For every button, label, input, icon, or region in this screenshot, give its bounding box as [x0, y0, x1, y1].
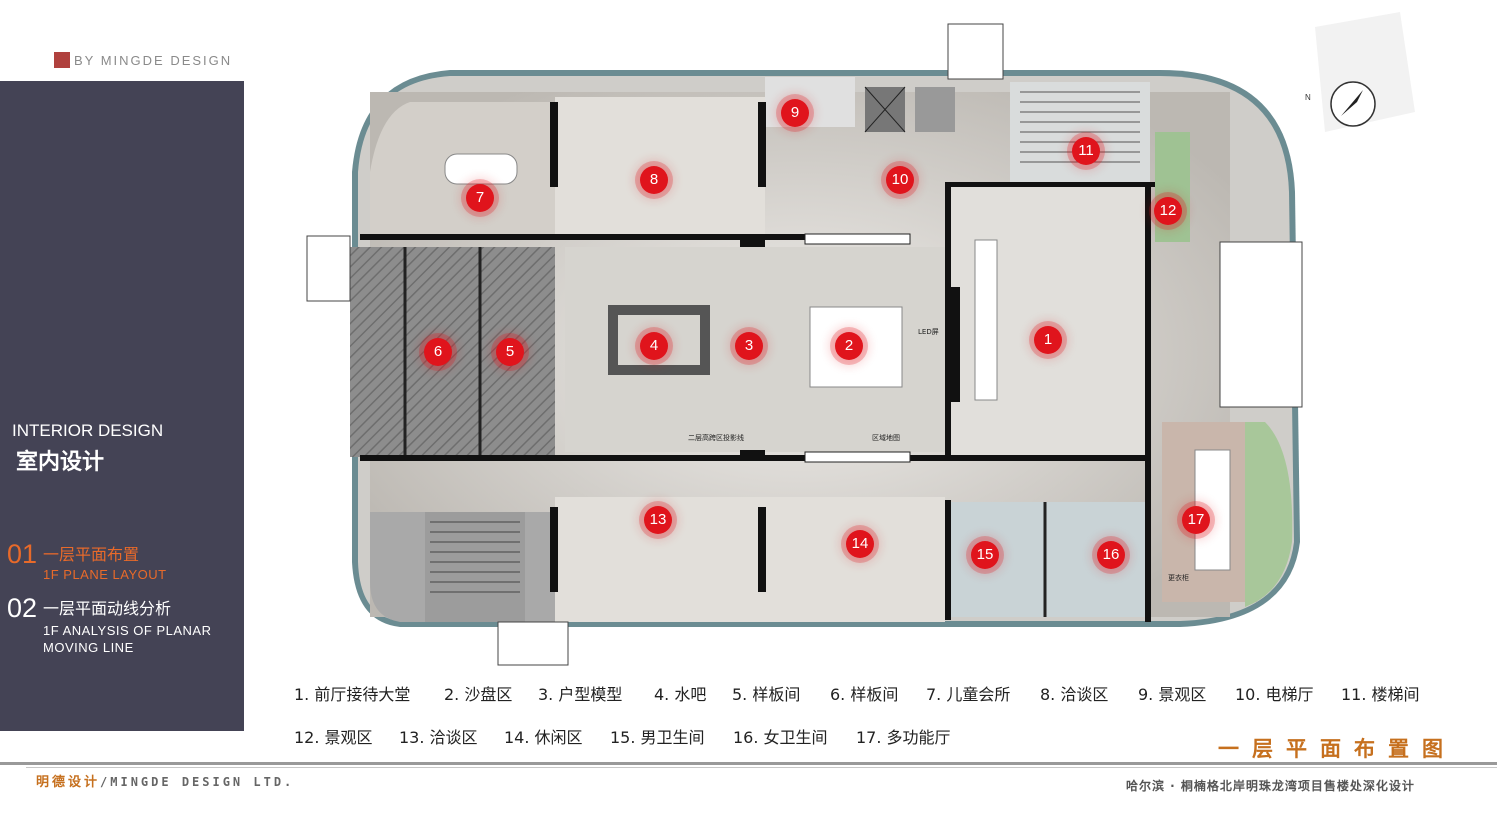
legend-item: 17. 多功能厅 [856, 728, 951, 747]
sidebar-item-number: 02 [7, 593, 38, 623]
projection-line-label: 二层高跨区投影线 [688, 433, 744, 442]
zone-marker-4: 4 [640, 332, 668, 360]
sidebar-item-label-en: 1F PLANE LAYOUT [43, 567, 167, 582]
floor-plan: LED屏 二层高跨区投影线 区域地图 更衣柜 1 2 3 4 5 6 7 8 9… [300, 22, 1310, 667]
legend-item: 12. 景观区 [294, 728, 373, 747]
footer-company-en: /MINGDE DESIGN LTD. [100, 775, 295, 789]
zone-marker-6: 6 [424, 338, 452, 366]
locker-label: 更衣柜 [1168, 573, 1189, 582]
sidebar-item-label-cn: 一层平面布置 [43, 545, 140, 564]
zone-marker-10: 10 [886, 166, 914, 194]
footer-company-cn: 明德设计 [36, 775, 101, 790]
legend-item: 11. 楼梯间 [1341, 685, 1420, 704]
plan-title: 一层平面布置图 [1218, 737, 1456, 761]
zone-marker-7: 7 [466, 184, 494, 212]
zone-marker-9: 9 [781, 99, 809, 127]
legend-item: 2. 沙盘区 [444, 685, 513, 704]
legend-item: 8. 洽谈区 [1040, 685, 1109, 704]
zone-marker-11: 11 [1072, 137, 1100, 165]
area-map-label: 区域地图 [872, 433, 900, 442]
sidebar-title-en: INTERIOR DESIGN [12, 421, 164, 440]
footer-divider-thin [26, 767, 1497, 768]
zone-marker-5: 5 [496, 338, 524, 366]
zone-marker-1: 1 [1034, 326, 1062, 354]
brand-header: BY MINGDE DESIGN [54, 52, 232, 68]
led-screen-label: LED屏 [918, 328, 939, 336]
sidebar-item-label-en: 1F ANALYSIS OF PLANAR MOVING LINE [43, 623, 212, 655]
legend-item: 4. 水吧 [654, 685, 707, 704]
footer-project-name: 哈尔滨 · 桐楠格北岸明珠龙湾项目售楼处深化设计 [1126, 779, 1415, 793]
legend: 1. 前厅接待大堂 2. 沙盘区 3. 户型模型 4. 水吧 5. 样板间 6.… [294, 681, 1474, 767]
zone-marker-8: 8 [640, 166, 668, 194]
zone-marker-2: 2 [835, 332, 863, 360]
sidebar-item-label-cn: 一层平面动线分析 [43, 599, 172, 618]
legend-item: 9. 景观区 [1138, 685, 1207, 704]
compass-icon: N [1305, 12, 1415, 132]
zone-marker-15: 15 [971, 541, 999, 569]
zone-marker-12: 12 [1154, 197, 1182, 225]
legend-item: 7. 儿童会所 [926, 685, 1011, 704]
footer-divider [0, 762, 1497, 765]
sidebar-title-cn: 室内设计 [16, 450, 105, 475]
sidebar-panel: INTERIOR DESIGN 室内设计 01 一层平面布置 1F PLANE … [0, 81, 244, 731]
brand-text: BY MINGDE DESIGN [74, 52, 233, 68]
zone-marker-16: 16 [1097, 541, 1125, 569]
legend-item: 13. 洽谈区 [399, 728, 478, 747]
legend-item: 1. 前厅接待大堂 [294, 685, 411, 704]
zone-marker-3: 3 [735, 332, 763, 360]
legend-row-2: 12. 景观区 13. 洽谈区 14. 休闲区 15. 男卫生间 16. 女卫生… [294, 724, 1474, 767]
floor-plan-drawing: LED屏 二层高跨区投影线 区域地图 更衣柜 [306, 23, 1303, 666]
legend-item: 5. 样板间 [732, 685, 801, 704]
zone-marker-17: 17 [1182, 506, 1210, 534]
legend-item: 3. 户型模型 [538, 685, 623, 704]
legend-row-1: 1. 前厅接待大堂 2. 沙盘区 3. 户型模型 4. 水吧 5. 样板间 6.… [294, 681, 1474, 724]
brand-logo-icon [54, 52, 70, 68]
legend-item: 16. 女卫生间 [733, 728, 828, 747]
sidebar-item-number: 01 [7, 539, 38, 569]
zone-marker-14: 14 [846, 530, 874, 558]
legend-item: 10. 电梯厅 [1235, 685, 1314, 704]
svg-text:N: N [1305, 93, 1311, 102]
footer-company: 明德设计/MINGDE DESIGN LTD. [36, 771, 294, 790]
zone-marker-13: 13 [644, 506, 672, 534]
legend-item: 6. 样板间 [830, 685, 899, 704]
legend-item: 14. 休闲区 [504, 728, 583, 747]
legend-item: 15. 男卫生间 [610, 728, 705, 747]
